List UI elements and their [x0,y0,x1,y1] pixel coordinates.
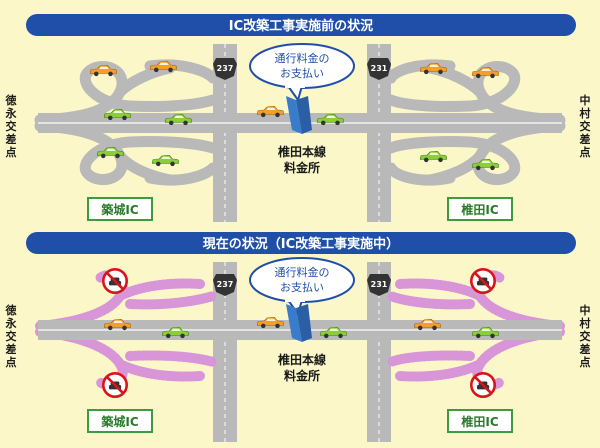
side-label-char: 徳 [5,303,17,317]
side-label-char: 交 [580,329,591,343]
right-interchange-ramps [385,59,566,186]
payment-callout: 通行料金の お支払い [249,43,355,103]
side-label-char: 差 [6,132,17,146]
callout-line-1: 通行料金の [275,51,330,65]
payment-callout: 通行料金の お支払い [249,257,355,317]
side-label-char: 村 [580,106,591,120]
left-intersection-label: 徳永交差点徳永交差点 [5,303,18,369]
ic-name-right: 椎田IC [460,414,498,429]
side-label-char: 点 [6,355,17,369]
route-shield-icon: 237 [213,274,237,296]
route-shield-icon: 237 [213,58,237,80]
side-label-char: 交 [580,119,591,133]
route-number-right: 231 [371,280,388,289]
car-icon [151,154,179,167]
route-number-left: 237 [217,280,234,289]
side-label-char: 永 [5,316,18,330]
ic-box-left [87,409,153,433]
section-title: IC改築工事実施前の状況 [229,18,373,34]
toll-gate-icon [286,304,312,342]
tollgate-label-line-1: 椎田本線 [277,352,326,367]
callout-line-1: 通行料金の [275,265,330,279]
left-interchange-ramps [34,59,219,186]
no-vehicle-entry-sign-icon [102,268,128,294]
route-number-right: 231 [371,64,388,73]
callout-line-2: お支払い [280,66,324,80]
side-label-char: 点 [6,145,17,159]
tollgate-label-line-1: 椎田本線 [277,144,326,159]
route-shield-icon: 231 [367,58,391,80]
side-label-char: 差 [6,342,17,356]
ic-box-right [447,197,513,221]
no-vehicle-entry-sign-icon [470,268,496,294]
side-label-char: 中 [580,93,591,107]
ic-box-left [87,197,153,221]
toll-gate-icon [286,96,312,134]
car-icon [419,150,447,163]
side-label-char: 差 [580,342,591,356]
section-banner [26,14,576,36]
no-vehicle-entry-sign-icon [470,372,496,398]
side-label-char: 差 [580,132,591,146]
right-intersection-label: 中村交差点中村交差点 [580,303,591,369]
side-label-char: 村 [580,316,591,330]
tollgate-label-line-2: 料金所 [284,160,320,175]
no-vehicle-entry-sign-icon [102,372,128,398]
route-number-left: 237 [217,64,234,73]
ic-box-right [447,409,513,433]
side-label-char: 点 [580,355,591,369]
side-label-char: 点 [580,145,591,159]
section-banner [26,232,576,254]
side-label-char: 永 [5,106,18,120]
right-intersection-label: 中村交差点中村交差点 [580,93,591,159]
ic-name-left: 築城IC [100,414,138,429]
ic-name-right: 椎田IC [460,202,498,217]
side-label-char: 交 [6,119,17,133]
side-label-char: 徳 [5,93,17,107]
route-shield-icon: 231 [367,274,391,296]
tollgate-label-line-2: 料金所 [284,368,320,383]
section-title: 現在の状況（IC改築工事実施中） [203,236,399,252]
ic-name-left: 築城IC [100,202,138,217]
side-label-char: 中 [580,303,591,317]
side-label-char: 交 [6,329,17,343]
left-intersection-label: 徳永交差点徳永交差点 [5,93,18,159]
callout-line-2: お支払い [280,280,324,294]
